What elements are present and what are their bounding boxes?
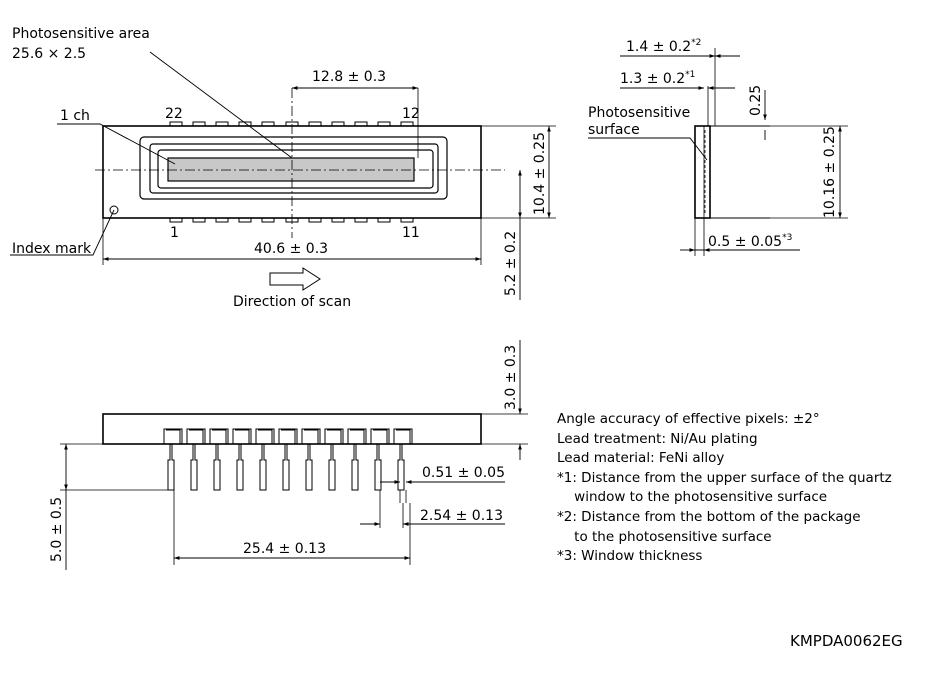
photo-area-title: Photosensitive area: [12, 26, 150, 42]
lead-length-dim: 5.0 ± 0.5: [49, 497, 65, 562]
note-line: Lead material: FeNi alloy: [557, 450, 725, 467]
note-line: Lead treatment: Ni/Au plating: [557, 430, 758, 447]
spec-notes: Angle accuracy of effective pixels: ±2° …: [557, 410, 892, 567]
ch1-label: 1 ch: [60, 108, 90, 124]
length-dim: 40.6 ± 0.3: [254, 241, 328, 257]
window-frame-mid: [149, 143, 439, 194]
lead-row: [163, 428, 413, 491]
window-thickness-dim: 0.5 ± 0.05*3: [708, 233, 792, 250]
labels: Photosensitive area 25.6 × 2.5 12.8 ± 0.…: [12, 26, 838, 562]
lead-width-dim: 0.51 ± 0.05: [422, 465, 505, 481]
note-line: *3: Window thickness: [557, 548, 703, 565]
note-line: Angle accuracy of effective pixels: ±2°: [557, 411, 820, 427]
side-025-dim: 0.25: [748, 85, 764, 116]
center-offset-dim: 12.8 ± 0.3: [312, 69, 386, 85]
window-frame-outer: [139, 136, 448, 200]
height-dim: 10.4 ± 0.25: [532, 132, 548, 215]
window-frame-inner: [157, 149, 434, 189]
body-thickness-dim: 3.0 ± 0.3: [503, 345, 519, 410]
note-line: to the photosensitive surface: [557, 528, 772, 545]
drawing-code: KMPDA0062EG: [790, 632, 903, 650]
pin-span-dim: 25.4 ± 0.13: [243, 541, 326, 557]
note-line: *1: Distance from the upper surface of t…: [557, 469, 892, 486]
index-mark-icon: [109, 205, 119, 215]
offset-dim: 5.2 ± 0.2: [503, 231, 519, 296]
scan-direction-arrow-icon: [269, 267, 321, 291]
front-view: [60, 340, 528, 570]
side-13-dim: 1.3 ± 0.2*1: [620, 70, 695, 87]
surface-label-line2: surface: [588, 122, 640, 138]
side-height-dim: 10.16 ± 0.25: [822, 126, 838, 218]
photosensitive-area: [167, 157, 415, 182]
surface-label-line1: Photosensitive: [588, 105, 690, 121]
side-14-dim: 1.4 ± 0.2*2: [626, 38, 701, 55]
top-view: [10, 51, 556, 300]
side-view: [588, 48, 848, 256]
pin-11-label: 11: [402, 225, 420, 241]
scan-direction-label: Direction of scan: [233, 294, 351, 310]
pin-12-label: 12: [402, 106, 420, 122]
pitch-dim: 2.54 ± 0.13: [420, 508, 503, 524]
index-mark-label: Index mark: [12, 241, 92, 257]
side-package-outline: [694, 125, 711, 219]
pin-22-label: 22: [165, 106, 183, 122]
pin-1-label: 1: [170, 225, 179, 241]
note-line: *2: Distance from the bottom of the pack…: [557, 508, 861, 525]
note-line: window to the photosensitive surface: [557, 489, 828, 506]
photo-area-dim: 25.6 × 2.5: [12, 46, 86, 62]
